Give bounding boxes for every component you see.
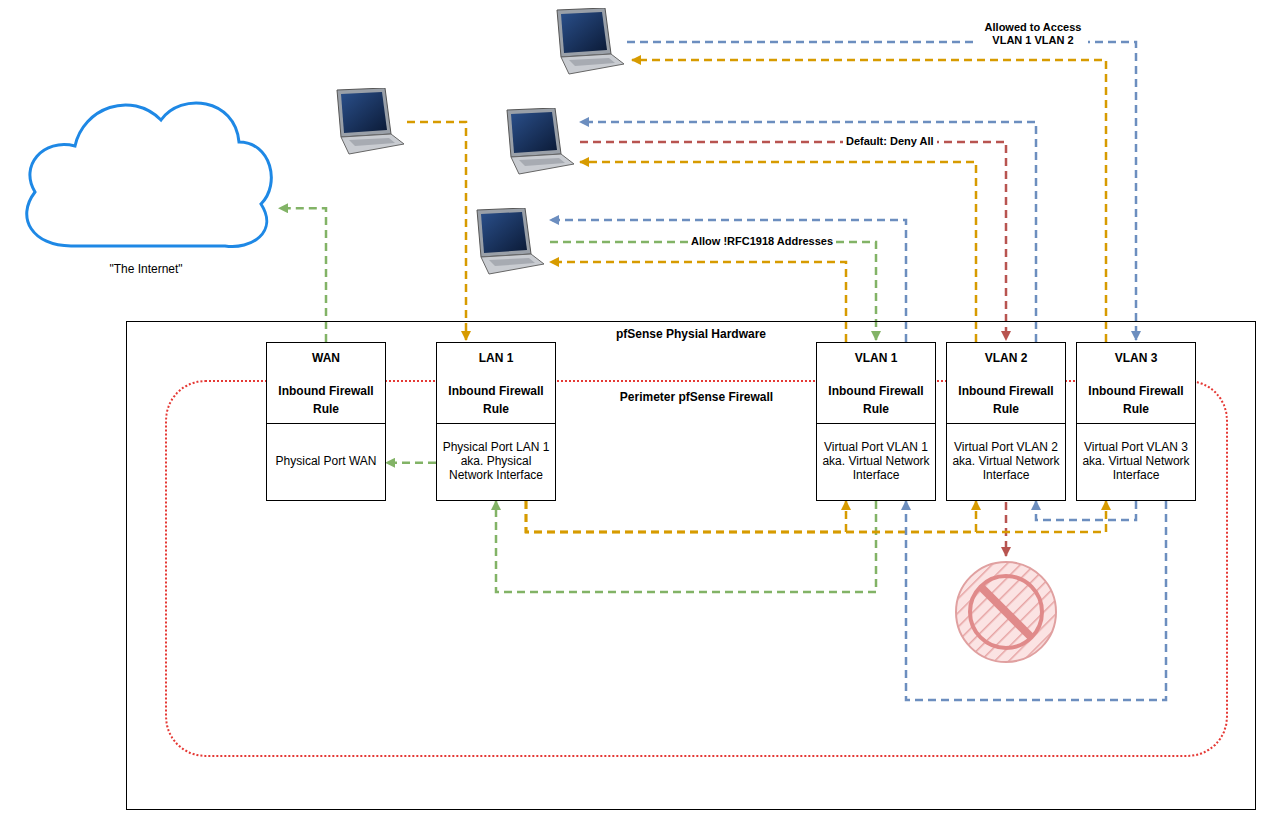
rule-note: Allowed to Access VLAN 1 VLAN 2 [978, 21, 1088, 47]
port-description: Virtual Port VLAN 1 aka. Virtual Network… [821, 440, 931, 482]
traffic-line [550, 242, 876, 340]
interface-name: VLAN 2 [951, 351, 1061, 365]
traffic-connector [906, 501, 1166, 700]
laptop-icon [337, 88, 404, 154]
traffic-connector [526, 501, 976, 532]
enclosure-title: pfSense Physial Hardware [127, 327, 1255, 341]
interface-box: WAN Inbound Firewall RulePhysical Port WA… [266, 342, 386, 501]
deny-symbol [956, 562, 1056, 662]
traffic-line [580, 162, 976, 342]
internet-cloud: "The Internet" [13, 86, 279, 280]
port-description: Virtual Port VLAN 2 aka. Virtual Network… [951, 440, 1061, 482]
interface-name: LAN 1 [441, 351, 551, 365]
hardware-enclosure: pfSense Physial HardwarePerimeter pfSens… [126, 321, 1256, 810]
interface-box: VLAN 2 Inbound Firewall RuleVirtual Port … [946, 342, 1066, 501]
traffic-connector [526, 501, 846, 532]
rule-note: Allow !RFC1918 Addresses [688, 235, 836, 248]
rule-label: Inbound Firewall Rule [1088, 384, 1183, 416]
interface-name: WAN [271, 351, 381, 365]
rule-label: Inbound Firewall Rule [448, 384, 543, 416]
rule-label: Inbound Firewall Rule [958, 384, 1053, 416]
traffic-connector [386, 462, 436, 465]
rule-label: Inbound Firewall Rule [278, 384, 373, 416]
port-description: Virtual Port VLAN 3 aka. Virtual Network… [1081, 440, 1191, 482]
port-description: Physical Port LAN 1 aka. Physical Networ… [441, 440, 551, 482]
traffic-connector [496, 501, 876, 592]
laptop-icon [557, 8, 624, 74]
traffic-connector [1036, 501, 1136, 520]
cloud-label: "The Internet" [13, 262, 279, 276]
traffic-line [632, 60, 1106, 342]
traffic-line [580, 122, 1036, 342]
interface-name: VLAN 3 [1081, 351, 1191, 365]
laptop-icon [477, 208, 544, 274]
laptop-icon [507, 108, 574, 174]
traffic-line [407, 122, 466, 340]
cloud-shape [13, 86, 279, 252]
interface-box: VLAN 3 Inbound Firewall RuleVirtual Port … [1076, 342, 1196, 501]
traffic-line [550, 220, 906, 342]
deny-line [1005, 502, 1008, 556]
interface-box: VLAN 1 Inbound Firewall RuleVirtual Port … [816, 342, 936, 501]
interface-box: LAN 1 Inbound Firewall RulePhysical Port … [436, 342, 556, 501]
rule-note: Default: Deny All [843, 135, 937, 148]
interface-name: VLAN 1 [821, 351, 931, 365]
traffic-connector [526, 501, 1106, 532]
traffic-line [627, 42, 1136, 340]
port-description: Physical Port WAN [276, 454, 377, 468]
rule-label: Inbound Firewall Rule [828, 384, 923, 416]
